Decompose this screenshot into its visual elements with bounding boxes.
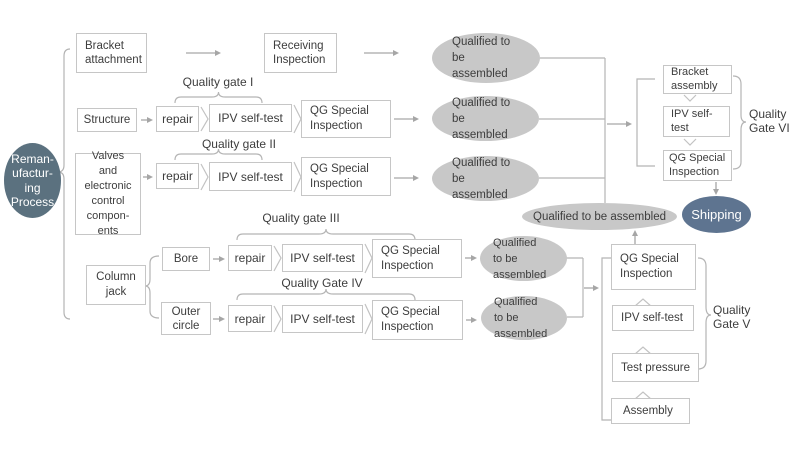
gate6-ipv-self-test-box: IPV self-test <box>663 106 730 137</box>
qualified-label: Qualified to be assembled <box>493 236 547 281</box>
column-jack-brace <box>144 255 160 319</box>
ipv-self-test-box-structure: IPV self-test <box>209 104 292 132</box>
repair-box-outer: repair <box>228 305 272 332</box>
valves-components-box: Valves and electronic control compon-ent… <box>75 150 141 237</box>
qualified-label: Qualified to be assembled <box>452 156 511 201</box>
quality-gate-1-label: Quality gate I <box>182 75 254 89</box>
remanufacturing-process-oval: Reman-ufactur-ing Process <box>4 143 61 218</box>
shipping-oval: Shipping <box>682 196 751 233</box>
outer-circle-box: Outer circle <box>161 302 211 335</box>
merge-junction-bottom <box>566 257 584 318</box>
qualified-oval-valves: Qualified to be assembled <box>432 156 539 201</box>
qualified-oval-bore: Qualified to be assembled <box>480 236 567 281</box>
quality-gate-4-label: Quality Gate IV <box>281 276 363 290</box>
qualified-oval-outer: Qualified to be assembled <box>481 296 567 340</box>
gate6-qg-special-inspection-box: QG Special Inspection <box>663 150 732 181</box>
bracket-attachment-box: Bracket attachment <box>76 33 147 73</box>
qualified-oval-structure: Qualified to be assembled <box>432 96 539 141</box>
quality-gate-3-label: Quality gate III <box>262 211 340 225</box>
gate5-up-chevrons <box>633 298 653 401</box>
gate5-ipv-self-test-box: IPV self-test <box>612 305 694 331</box>
column-jack-box: Column jack <box>86 265 146 305</box>
quality-gate-2-label: Quality gate II <box>201 137 277 151</box>
qualified-oval-bracket: Qualified to be assembled <box>432 33 540 83</box>
quality-gate-5-label: Quality Gate V <box>713 303 751 331</box>
qg-special-inspection-box-valves: QG Special Inspection <box>301 157 391 196</box>
repair-box-valves: repair <box>156 163 199 189</box>
gate6-down-chevrons <box>683 94 697 146</box>
qg-special-inspection-box-bore: QG Special Inspection <box>372 239 462 278</box>
gate5-assembly-box: Assembly <box>611 398 690 424</box>
merge-junction-top <box>539 57 606 203</box>
qualified-label: Qualified to be assembled <box>494 296 548 340</box>
qualified-label: Qualified to be assembled <box>452 36 511 80</box>
gate5-qg-special-inspection-box: QG Special Inspection <box>611 244 696 290</box>
ipv-self-test-box-valves: IPV self-test <box>209 162 292 191</box>
group-brackets <box>601 78 655 421</box>
qg-special-inspection-box-structure: QG Special Inspection <box>301 100 391 138</box>
qg-special-inspection-box-outer: QG Special Inspection <box>372 300 463 340</box>
ipv-self-test-box-bore: IPV self-test <box>282 244 363 272</box>
ipv-self-test-box-outer: IPV self-test <box>282 305 363 333</box>
receiving-inspection-box: Receiving Inspection <box>264 33 337 73</box>
flow-arrows <box>141 50 719 323</box>
qualified-label: Qualified to be assembled <box>452 96 511 141</box>
quality-gate-braces <box>174 91 416 301</box>
qualified-oval-merge: Qualified to be assembled <box>522 203 677 230</box>
gate5-test-pressure-box: Test pressure <box>612 353 699 382</box>
gate6-bracket-assembly-box: Bracket assembly <box>663 65 732 94</box>
repair-box-bore: repair <box>228 245 272 271</box>
gate-label-braces <box>697 75 747 370</box>
repair-box-structure: repair <box>156 106 199 132</box>
bore-box: Bore <box>162 247 210 271</box>
structure-box: Structure <box>77 108 137 132</box>
quality-gate-6-label: Quality Gate VI <box>749 107 790 135</box>
